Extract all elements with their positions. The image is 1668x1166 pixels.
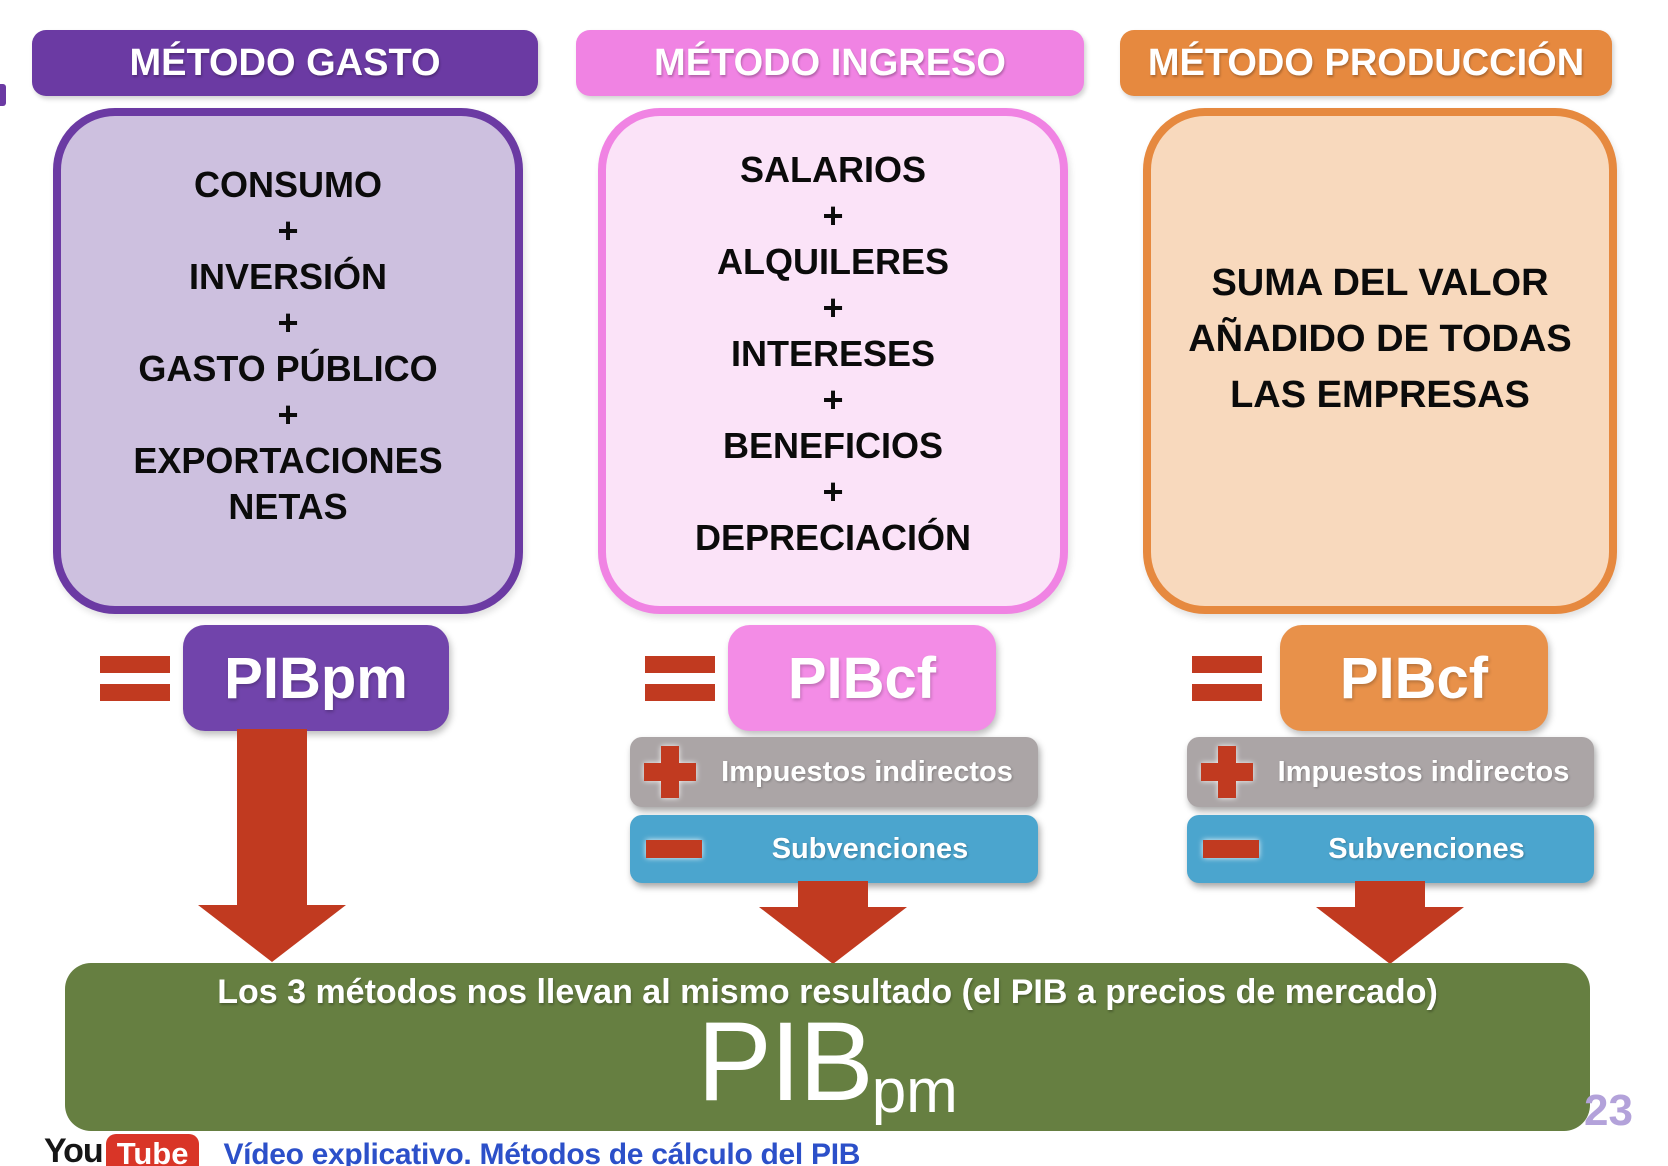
text-line: AÑADIDO DE TODAS [1188,317,1572,360]
minus-icon [646,840,702,858]
down-arrow-icon [1316,881,1464,965]
plus-icon [1201,746,1253,798]
equals-bar [1192,656,1262,673]
text-line: SUMA DEL VALOR [1211,261,1549,304]
equals-icon [100,656,170,701]
arrow-stem [1355,881,1425,909]
equals-icon [645,656,715,701]
pibcf-produccion-box: PIBcf [1280,625,1548,731]
text-line: + [822,378,844,420]
video-caption-link[interactable]: Vídeo explicativo. Métodos de cálculo de… [223,1138,861,1166]
text-line: LAS EMPRESAS [1230,373,1530,416]
text-line: CONSUMO [194,164,382,205]
result-title: Los 3 métodos nos llevan al mismo result… [217,973,1438,1011]
plus-icon [644,746,696,798]
text-line: NETAS [228,486,348,527]
down-arrow-icon [759,881,907,965]
text-line: GASTO PÚBLICO [138,348,438,389]
subvenciones-bar: Subvenciones [1187,815,1594,883]
text-line: BENEFICIOS [722,424,944,466]
edge-shape-fragment [0,84,6,106]
ingreso-components-box: SALARIOS+ALQUILERES+INTERESES+BENEFICIOS… [598,108,1068,614]
arrow-stem [798,881,868,909]
produccion-description-box: SUMA DEL VALOR AÑADIDO DE TODAS LAS EMPRES… [1143,108,1617,614]
arrow-head [1316,907,1464,964]
text-line: + [277,302,299,343]
equals-icon [1192,656,1262,701]
pibpm-box: PIBpm [183,625,449,731]
text-line: ALQUILERES [716,240,949,282]
text-line: INVERSIÓN [188,256,388,297]
text-line: + [822,470,844,512]
pib-text: PIB [697,999,874,1124]
text-line: + [822,194,844,236]
text-line: EXPORTACIONES [133,440,443,481]
result-pib-label: PIBpm [697,1006,958,1123]
pibcf-ingreso-box: PIBcf [728,625,996,731]
equals-bar [1192,684,1262,701]
impuestos-indirectos-label: Impuestos indirectos [1277,755,1570,788]
header-metodo-produccion: MÉTODO PRODUCCIÓN [1120,30,1612,96]
subvenciones-label: Subvenciones [771,832,969,865]
text-line: + [277,394,299,435]
result-box: Los 3 métodos nos llevan al mismo result… [65,963,1590,1131]
header-metodo-ingreso: MÉTODO INGRESO [576,30,1084,96]
subvenciones-label: Subvenciones [1328,832,1525,865]
down-arrow-icon [198,729,346,963]
arrow-stem [237,729,307,907]
youtube-logo-you[interactable]: You [44,1132,104,1166]
header-metodo-gasto: MÉTODO GASTO [32,30,538,96]
text-line: SALARIOS [739,148,926,190]
gasto-components-box: CONSUMO + INVERSIÓN + GASTO PÚBLICO + EXPORTAC… [53,108,523,614]
arrow-head [759,907,907,964]
impuestos-indirectos-bar: Impuestos indirectos [630,737,1038,807]
text-line: INTERESES [730,332,936,374]
pib-subscript: pm [871,1057,958,1126]
arrow-head [198,905,346,962]
equals-bar [100,656,170,673]
youtube-logo-tube[interactable]: Tube [105,1134,200,1166]
impuestos-indirectos-label: Impuestos indirectos [721,755,1013,788]
text-line: DEPRECIACIÓN [694,516,972,558]
text-line: + [822,286,844,328]
footer: You Tube Vídeo explicativo. Métodos de c… [44,1132,860,1166]
equals-bar [645,684,715,701]
equals-bar [645,656,715,673]
equals-bar [100,684,170,701]
impuestos-indirectos-bar: Impuestos indirectos [1187,737,1594,807]
subvenciones-bar: Subvenciones [630,815,1038,883]
minus-icon [1203,840,1259,858]
page-number: 23 [1584,1086,1633,1135]
text-line: + [277,210,299,251]
